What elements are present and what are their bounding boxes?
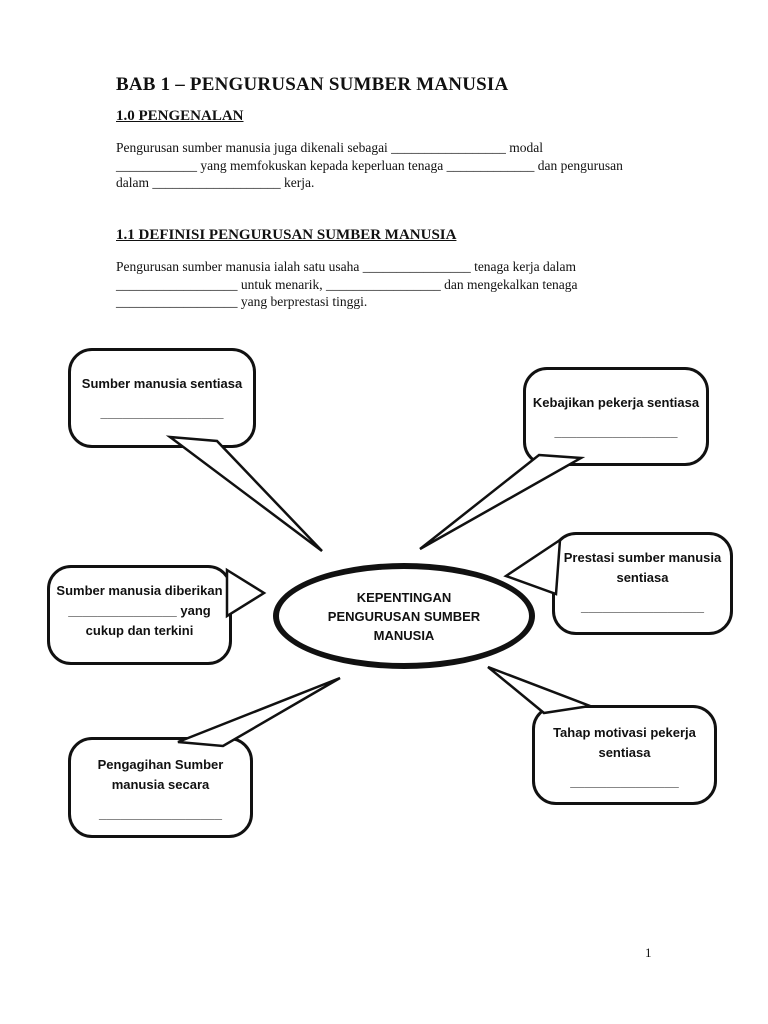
bubble-label: Tahap motivasi pekerja bbox=[553, 725, 696, 740]
bubble-right: Prestasi sumber manusia sentiasa _______… bbox=[552, 532, 733, 635]
paragraph-line: ____________ yang memfokuskan kepada kep… bbox=[116, 157, 623, 173]
page-title: BAB 1 – PENGURUSAN SUMBER MANUSIA bbox=[116, 74, 509, 95]
tail-top-right bbox=[419, 453, 586, 551]
center-topic-line: KEPENTINGAN bbox=[356, 589, 452, 605]
section-heading-definisi: 1.1 DEFINISI PENGURUSAN SUMBER MANUSIA bbox=[116, 227, 457, 243]
section-heading-pengenalan: 1.0 PENGENALAN bbox=[116, 108, 244, 124]
bubble-label: Sumber manusia sentiasa bbox=[81, 376, 243, 391]
bubble-label: cukup dan terkini bbox=[85, 623, 194, 638]
bubble-label: sentiasa bbox=[616, 570, 669, 585]
tail-top-left bbox=[165, 435, 323, 552]
paragraph-line: Pengurusan sumber manusia juga dikenali … bbox=[116, 140, 544, 155]
fill-in-blank: _________________ bbox=[100, 405, 224, 420]
bubble-left: Sumber manusia diberikan _______________… bbox=[47, 565, 232, 665]
bubble-bottom-left: Pengagihan Sumber manusia secara _______… bbox=[68, 737, 253, 838]
tail-left bbox=[225, 567, 267, 619]
bubble-top-left: Sumber manusia sentiasa ________________… bbox=[68, 348, 256, 448]
bubble-bottom-right: Tahap motivasi pekerja sentiasa ________… bbox=[532, 705, 717, 805]
bubble-label: Pengagihan Sumber bbox=[97, 757, 224, 772]
paragraph-line: dalam ___________________ kerja. bbox=[116, 175, 315, 190]
page-number: 1 bbox=[645, 945, 652, 960]
bubble-label: Kebajikan pekerja sentiasa bbox=[532, 395, 700, 410]
fill-in-blank: _________________ bbox=[581, 599, 704, 614]
bubble-label: manusia secara bbox=[111, 777, 210, 792]
bubble-top-right: Kebajikan pekerja sentiasa _____________… bbox=[523, 367, 709, 466]
fill-in-blank: _________________ bbox=[99, 806, 222, 821]
paragraph-definisi: Pengurusan sumber manusia ialah satu usa… bbox=[116, 258, 578, 311]
bubble-label: _______________ yang bbox=[68, 603, 211, 618]
tail-bottom-left bbox=[177, 676, 341, 748]
center-topic-ellipse: KEPENTINGAN PENGURUSAN SUMBER MANUSIA bbox=[273, 563, 535, 669]
bubble-label: Sumber manusia diberikan bbox=[56, 583, 223, 598]
fill-in-blank: _______________ bbox=[570, 774, 679, 789]
paragraph-line: Pengurusan sumber manusia ialah satu usa… bbox=[116, 259, 577, 274]
bubble-label: sentiasa bbox=[598, 745, 651, 760]
center-topic-line: MANUSIA bbox=[373, 627, 435, 643]
fill-in-blank: _________________ bbox=[554, 424, 678, 439]
paragraph-line: __________________ yang berprestasi ting… bbox=[116, 294, 368, 309]
paragraph-pengenalan: Pengurusan sumber manusia juga dikenali … bbox=[116, 139, 623, 192]
center-topic-line: PENGURUSAN SUMBER bbox=[327, 608, 481, 624]
paragraph-line: __________________ untuk menarik, ______… bbox=[116, 276, 578, 292]
bubble-label: Prestasi sumber manusia bbox=[563, 550, 722, 565]
